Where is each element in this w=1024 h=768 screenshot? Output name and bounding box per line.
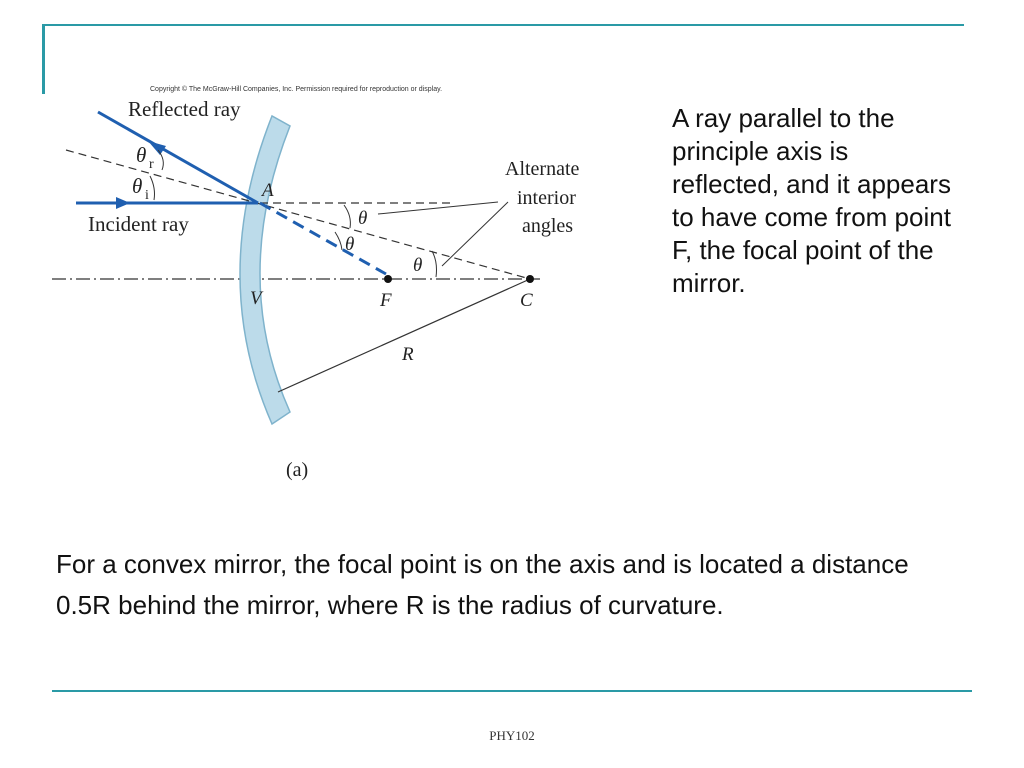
label-point-f: F — [379, 290, 392, 311]
label-angles: angles — [522, 215, 573, 237]
bottom-rule — [52, 690, 972, 692]
reflected-arrow — [148, 141, 166, 155]
radius-line — [277, 278, 531, 393]
figure-caption: (a) — [286, 459, 308, 481]
label-theta-i: θ — [132, 174, 142, 198]
label-point-v: V — [250, 288, 264, 309]
side-explanation: A ray parallel to the principle axis is … — [672, 103, 951, 298]
label-theta-3: θ — [413, 255, 422, 276]
pointer-line-lower — [441, 201, 509, 267]
angle-arc-i — [149, 175, 155, 201]
label-theta-1: θ — [358, 208, 367, 229]
label-point-a: A — [260, 180, 274, 201]
main-explanation: For a convex mirror, the focal point is … — [56, 549, 909, 620]
reflected-ray — [97, 110, 259, 205]
convex-mirror — [239, 114, 291, 426]
label-interior: interior — [517, 187, 576, 209]
label-sub-r: r — [149, 157, 154, 172]
label-point-c: C — [520, 290, 533, 311]
pointer-line-upper — [377, 201, 499, 215]
label-theta-2: θ — [345, 234, 354, 255]
label-alternate: Alternate — [505, 158, 580, 180]
label-sub-i: i — [145, 188, 149, 203]
angle-arc-1 — [343, 204, 351, 229]
angle-arc-3 — [431, 250, 437, 278]
normal-line — [65, 149, 531, 280]
label-incident-ray: Incident ray — [88, 212, 189, 236]
label-radius: R — [401, 344, 414, 365]
top-rule — [44, 24, 964, 26]
point-c-dot — [526, 275, 534, 283]
angle-arc-2 — [334, 231, 343, 251]
label-reflected-ray: Reflected ray — [128, 97, 241, 121]
incident-arrow — [116, 197, 130, 209]
virtual-ray — [259, 201, 387, 276]
left-rule — [42, 24, 45, 94]
label-theta-r: θ — [136, 143, 146, 167]
footer-course-code: PHY102 — [489, 728, 535, 743]
point-f-dot — [384, 275, 392, 283]
figure-copyright: Copyright © The McGraw-Hill Companies, I… — [150, 86, 443, 93]
angle-arc-r — [157, 149, 164, 171]
